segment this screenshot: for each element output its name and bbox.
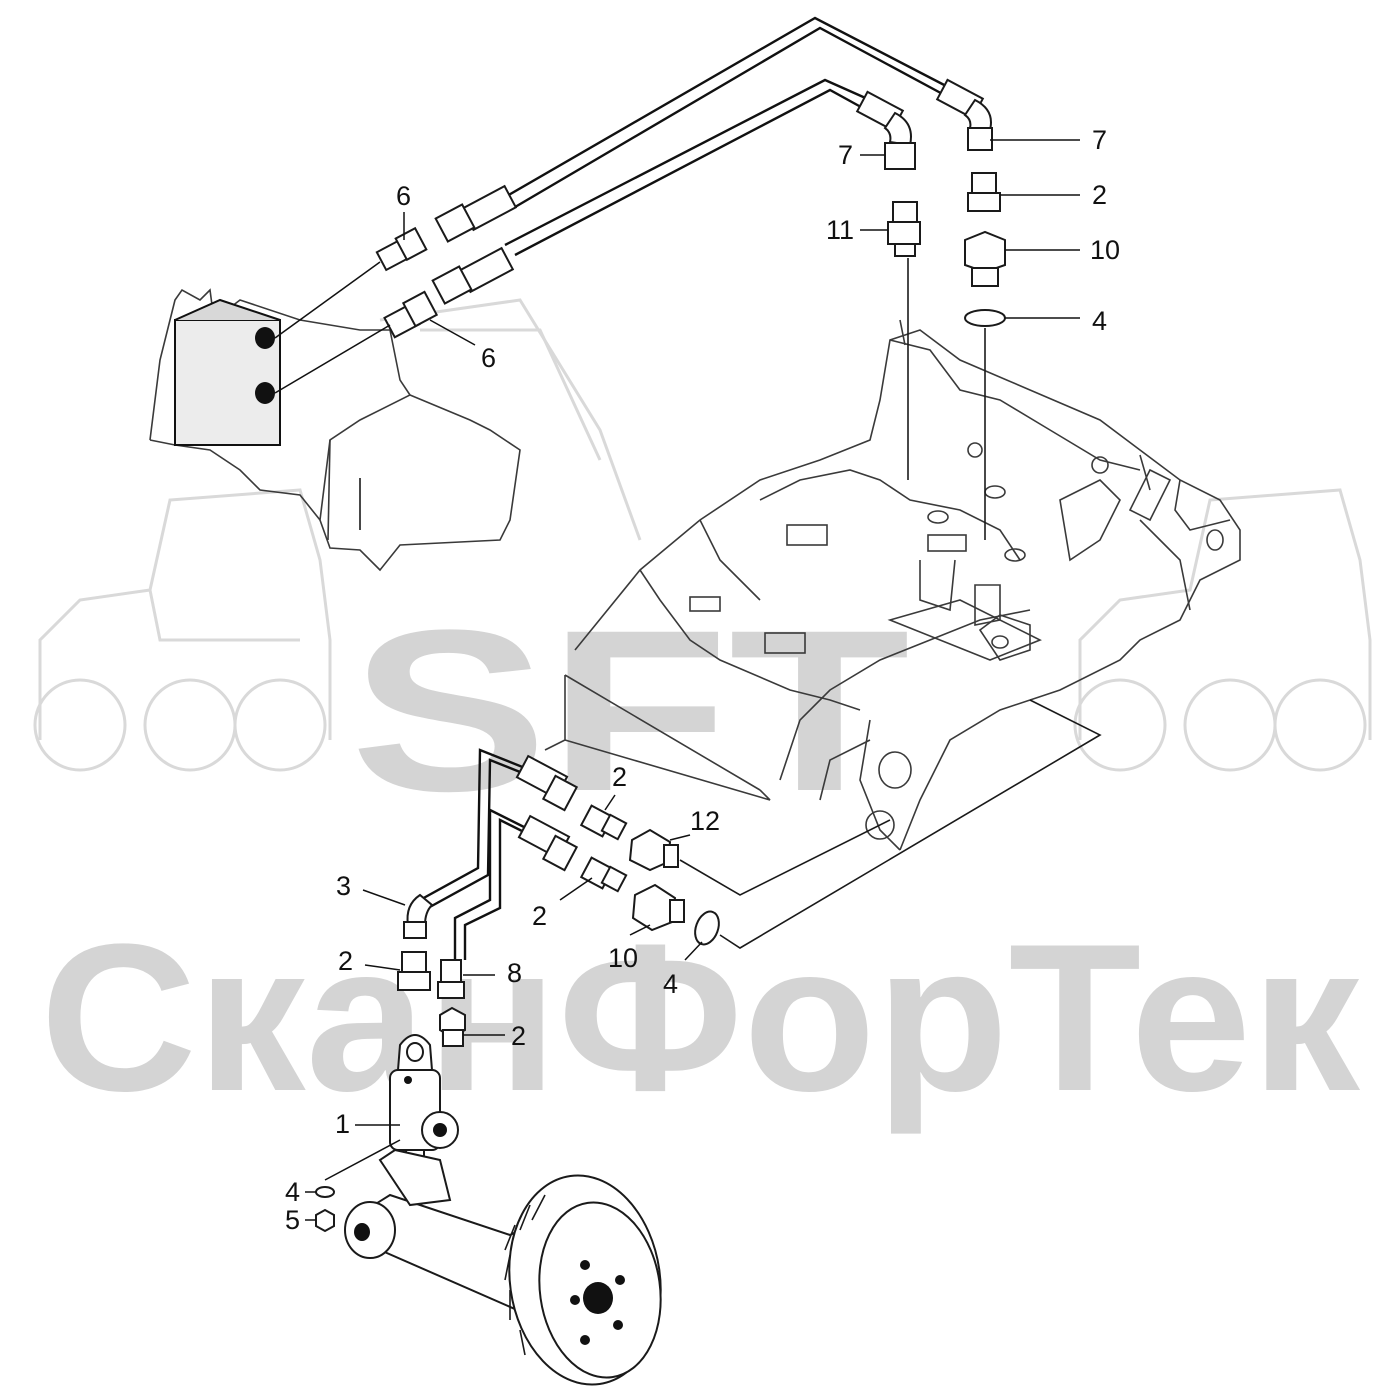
fitting-10-top-right [964, 230, 1006, 287]
callout-5: 5 [285, 1205, 300, 1235]
callout-8: 8 [507, 958, 522, 988]
hose-fitting-upper-a [434, 184, 518, 243]
callout-labels: 7 7 2 11 10 4 6 6 2 12 3 2 10 4 2 8 2 1 … [285, 125, 1120, 1235]
leader-lines [274, 139, 1080, 1221]
control-valve-block [149, 288, 521, 572]
callout-4-mid: 4 [663, 969, 678, 999]
fitting-6-upper [375, 226, 428, 272]
watermark-logo: SFT [350, 582, 910, 839]
callout-10-top: 10 [1090, 235, 1120, 265]
callout-7-right: 7 [1092, 125, 1107, 155]
callout-4-bottom: 4 [285, 1177, 300, 1207]
nut-5 [315, 1208, 335, 1233]
callout-7-left: 7 [838, 140, 853, 170]
hose-fitting-lower-a [515, 754, 579, 812]
hose-fitting-lower-b [517, 814, 579, 872]
watermark-tractor-left [33, 488, 332, 772]
callout-1: 1 [335, 1109, 350, 1139]
fitting-2-lower [439, 1006, 466, 1047]
valve-port-upper [255, 327, 275, 349]
fitting-8 [437, 959, 465, 999]
callout-10-mid: 10 [608, 943, 638, 973]
hose-elbow-right-top [935, 78, 993, 151]
callout-2-mid-a: 2 [612, 762, 627, 792]
valve-port-lower [255, 382, 275, 404]
front-axle [344, 1148, 662, 1386]
fitting-2-top-right [967, 172, 1001, 212]
fitting-12 [628, 828, 679, 872]
callout-6-upper: 6 [396, 181, 411, 211]
callout-6-lower: 6 [481, 343, 496, 373]
hose-elbow-left-top [855, 90, 916, 170]
callout-11: 11 [826, 215, 854, 245]
watermark-tractor-right [1073, 488, 1372, 772]
hose-elbow-3 [403, 893, 434, 939]
watermark-crane [379, 298, 642, 541]
hose-lines-lower [403, 748, 579, 960]
callout-2-top: 2 [1092, 180, 1107, 210]
leader-line-4-mid [719, 699, 1102, 949]
fitting-10-mid [631, 883, 685, 932]
fitting-11 [887, 201, 921, 257]
callout-2-mid-b: 2 [532, 901, 547, 931]
callout-4-top: 4 [1092, 306, 1107, 336]
o-ring-4-top [964, 309, 1006, 327]
callout-2-lower: 2 [511, 1021, 526, 1051]
callout-2-left: 2 [338, 946, 353, 976]
o-ring-4-bottom [315, 1186, 335, 1198]
callout-12: 12 [690, 806, 720, 836]
hose-lines-upper [431, 16, 993, 305]
tractor-frame [544, 319, 1241, 851]
watermark: SFT СканФорТек [33, 298, 1372, 1135]
fitting-6-lower [383, 290, 439, 339]
callout-3: 3 [336, 871, 351, 901]
fitting-2-mid-b [579, 856, 628, 893]
leader-line-12 [679, 819, 891, 896]
fitting-2-mid-a [579, 804, 628, 841]
hose-fitting-upper-b [431, 246, 515, 305]
fitting-2-left [397, 951, 431, 991]
o-ring-4-mid [694, 910, 720, 946]
